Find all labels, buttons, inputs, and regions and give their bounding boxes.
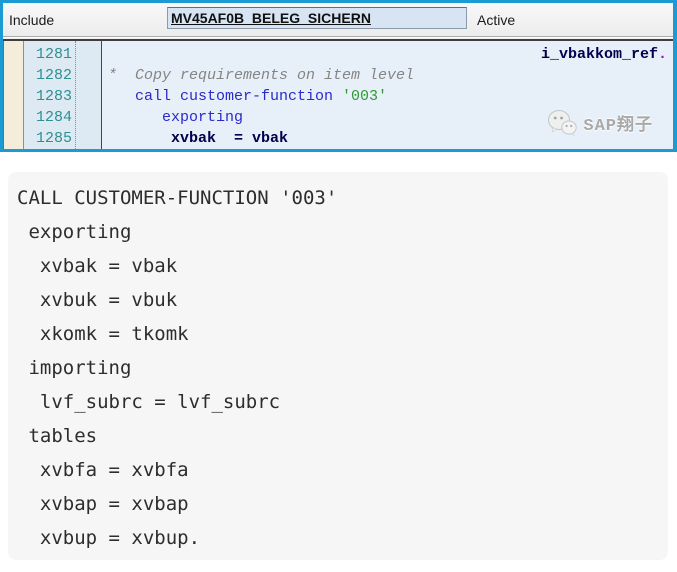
statement-period: . <box>657 46 667 63</box>
include-program-field[interactable] <box>167 7 467 29</box>
editor-header-bar: Include Active <box>3 3 673 37</box>
sap-editor-window: Include Active 1281 1282 1283 1284 1285 … <box>0 0 677 152</box>
code-pane[interactable]: i_vbakkom_ref. * Copy requirements on it… <box>101 41 673 149</box>
code-keyword: call customer-function <box>108 88 343 105</box>
line-number: 1281 <box>35 46 72 63</box>
active-status-label: Active <box>477 12 516 28</box>
snippet-line: xvbfa = xvbfa <box>17 459 189 481</box>
line-number: 1285 <box>35 130 72 147</box>
code-keyword: exporting <box>108 109 244 126</box>
snippet-line: lvf_subrc = lvf_subrc <box>17 391 281 413</box>
code-string-literal: '003' <box>342 88 388 105</box>
snippet-line: xkomk = tkomk <box>17 323 189 345</box>
snippet-line: importing <box>17 357 132 379</box>
include-label: Include <box>9 12 55 28</box>
snippet-line: exporting <box>17 221 132 243</box>
snippet-line: xvbak = vbak <box>17 255 178 277</box>
code-line-1281[interactable]: i_vbakkom_ref. <box>108 44 667 65</box>
breakpoint-gutter[interactable] <box>3 41 24 149</box>
code-line-1283[interactable]: call customer-function '003' <box>108 86 667 107</box>
code-comment: * Copy requirements on item level <box>108 67 415 84</box>
snippet-line: tables <box>17 425 98 447</box>
code-snippet-block: CALL CUSTOMER-FUNCTION '003' exporting x… <box>8 172 668 560</box>
snippet-line: xvbap = xvbap <box>17 493 189 515</box>
line-number-gutter: 1281 1282 1283 1284 1285 <box>24 41 101 149</box>
code-identifier: xvbak = vbak <box>108 130 289 147</box>
code-line-1282[interactable]: * Copy requirements on item level <box>108 65 667 86</box>
gutter-divider <box>75 41 76 149</box>
snippet-line: CALL CUSTOMER-FUNCTION '003' <box>17 187 338 209</box>
code-line-1285[interactable]: xvbak = vbak <box>108 128 667 149</box>
line-number: 1283 <box>35 88 72 105</box>
snippet-line: xvbuk = vbuk <box>17 289 178 311</box>
snippet-line: xvbup = xvbup. <box>17 527 201 549</box>
line-number: 1284 <box>35 109 72 126</box>
line-number: 1282 <box>35 67 72 84</box>
code-identifier: i_vbakkom_ref <box>540 46 658 63</box>
code-line-1284[interactable]: exporting <box>108 107 667 128</box>
abap-code-editor: 1281 1282 1283 1284 1285 i_vbakkom_ref. … <box>3 39 673 149</box>
